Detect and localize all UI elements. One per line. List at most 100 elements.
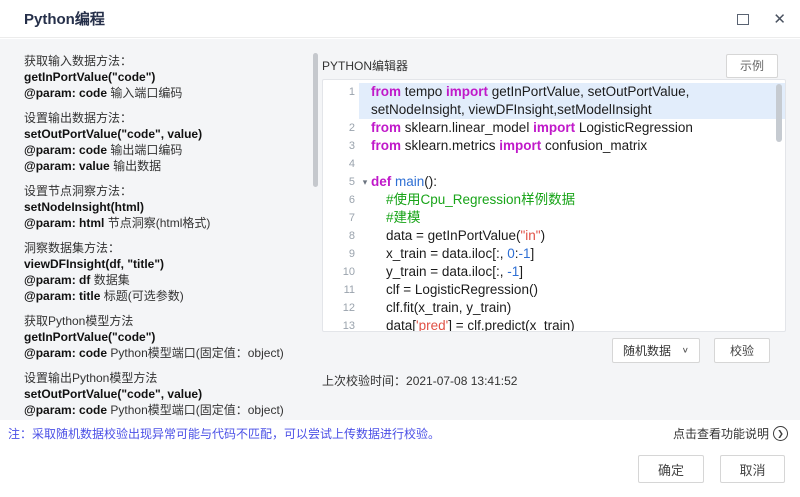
code-text [359, 155, 785, 173]
doc-param: @param: title 标题(可选参数) [24, 289, 184, 303]
code-token: -1 [518, 246, 531, 261]
doc-section: 设置节点洞察方法：setNodeInsight(html)@param: htm… [24, 183, 306, 231]
editor-scrollbar[interactable] [776, 84, 782, 142]
help-link[interactable]: 点击查看功能说明 ❯ [673, 425, 788, 442]
doc-section-title: 洞察数据集方法： [24, 241, 121, 255]
code-line[interactable]: 13 data['pred'] = clf.predict(x_train) [323, 317, 785, 332]
code-token: sklearn.metrics [401, 138, 500, 153]
code-token: getInPortValue, setOutPortValue, [488, 84, 690, 99]
code-text: #使用Cpu_Regression样例数据 [359, 191, 785, 209]
note-row: 注：采取随机数据校验出现异常可能与代码不匹配，可以尝试上传数据进行校验。 点击查… [0, 425, 800, 442]
code-line[interactable]: 7 #建模 [323, 209, 785, 227]
line-number: 6 [348, 194, 355, 206]
code-text: data['pred'] = clf.predict(x_train) [359, 317, 785, 332]
code-token: main [395, 174, 425, 189]
code-token: 0 [507, 246, 515, 261]
doc-param: @param: value 输出数据 [24, 159, 162, 173]
docs-scrollbar[interactable] [313, 53, 318, 187]
code-token: def [371, 174, 392, 189]
code-token: ) [540, 228, 546, 243]
window-controls: ✕ [737, 0, 786, 38]
doc-section: 设置输出数据方法：setOutPortValue("code", value)@… [24, 110, 306, 174]
code-token: from [371, 138, 401, 153]
code-token: data = getInPortValue( [371, 228, 521, 243]
code-line[interactable]: 6 #使用Cpu_Regression样例数据 [323, 191, 785, 209]
fold-arrow-icon[interactable]: ▾ [362, 177, 368, 187]
code-token: x_train = data.iloc[:, [371, 246, 508, 261]
last-check-label: 上次校验时间： [322, 374, 407, 388]
line-number: 11 [343, 284, 355, 296]
code-token: ] [530, 246, 535, 261]
fold-gutter [359, 263, 371, 281]
code-line[interactable]: 11 clf = LogisticRegression() [323, 281, 785, 299]
line-number: 10 [342, 266, 355, 278]
close-icon[interactable]: ✕ [773, 10, 786, 28]
code-token: LogisticRegression [575, 120, 693, 135]
doc-signature: setNodeInsight(html) [24, 200, 144, 214]
line-number: 3 [348, 140, 355, 152]
doc-section-title: 获取Python模型方法 [24, 314, 134, 328]
code-text: y_train = data.iloc[:, -1] [359, 263, 785, 281]
code-line[interactable]: 8 data = getInPortValue("in") [323, 227, 785, 245]
cancel-button[interactable]: 取消 [720, 455, 785, 483]
code-text: from tempo import getInPortValue, setOut… [359, 83, 785, 101]
validation-note: 注：采取随机数据校验出现异常可能与代码不匹配，可以尝试上传数据进行校验。 [8, 427, 441, 441]
doc-param: @param: code 输入端口编码 [24, 86, 183, 100]
code-token: tempo [401, 84, 447, 99]
code-line[interactable]: 4 [323, 155, 785, 173]
line-number: 7 [348, 212, 355, 224]
code-token: import [446, 84, 489, 99]
editor-header: PYTHON编辑器 示例 [322, 53, 786, 78]
doc-param: @param: code 输出端口编码 [24, 143, 183, 157]
validate-button[interactable]: 校验 [714, 338, 770, 363]
doc-section: 获取Python模型方法 getInPortValue("code") @param… [24, 313, 306, 361]
code-token: clf = LogisticRegression() [371, 282, 538, 297]
line-number [323, 101, 359, 119]
fold-gutter [359, 155, 371, 173]
line-number: 2 [348, 122, 355, 134]
line-number: 8 [348, 230, 355, 242]
validate-row: 随机数据 ∨ 校验 [322, 338, 786, 363]
code-line[interactable]: 3 from sklearn.metrics import confusion_m… [323, 137, 785, 155]
code-line[interactable]: 5▾def main(): [323, 173, 785, 191]
code-text: from sklearn.metrics import confusion_ma… [359, 137, 785, 155]
fold-gutter [359, 299, 371, 317]
titlebar: Python编程 ✕ [0, 0, 800, 38]
code-line[interactable]: 10 y_train = data.iloc[:, -1] [323, 263, 785, 281]
code-text: ▾def main(): [359, 173, 785, 191]
code-token: -1 [507, 264, 520, 279]
fold-gutter [359, 119, 371, 137]
code-token: y_train = data.iloc[:, [371, 264, 508, 279]
data-source-dropdown[interactable]: 随机数据 ∨ [612, 338, 700, 363]
doc-signature: getInPortValue("code") [24, 70, 156, 84]
code-text: setNodeInsight, viewDFInsight,setModelIn… [359, 101, 785, 119]
code-token: ] [519, 264, 523, 279]
maximize-icon[interactable] [737, 13, 750, 25]
circle-arrow-icon: ❯ [773, 426, 788, 441]
fold-gutter [359, 227, 371, 245]
code-line[interactable]: 9 x_train = data.iloc[:, 0:-1] [323, 245, 785, 263]
doc-signature: getInPortValue("code") [24, 330, 156, 344]
code-token: clf.fit(x_train, y_train) [371, 300, 512, 315]
code-token: : [514, 246, 519, 261]
doc-param: @param: html 节点洞察(html格式) [24, 216, 211, 230]
doc-section: 洞察数据集方法： viewDFInsight(df, "title") @param… [24, 240, 306, 304]
code-token: 'pred' [416, 318, 449, 332]
code-text: data = getInPortValue("in") [359, 227, 785, 245]
doc-section-title: 设置输出数据方法： [24, 111, 133, 125]
code-token: data[ [371, 318, 417, 332]
doc-signature: viewDFInsight(df, "title") [24, 257, 165, 271]
last-check-time: 上次校验时间：2021-07-08 13:41:52 [322, 372, 786, 389]
code-line[interactable]: setNodeInsight, viewDFInsight,setModelIn… [323, 101, 785, 119]
ok-button[interactable]: 确定 [638, 455, 704, 483]
data-source-dropdown-value: 随机数据 [623, 344, 672, 358]
example-button[interactable]: 示例 [726, 53, 778, 78]
dialog-title: Python编程 [24, 11, 105, 28]
code-text: #建模 [359, 209, 785, 227]
fold-gutter [359, 101, 371, 119]
code-line[interactable]: 12 clf.fit(x_train, y_train) [323, 299, 785, 317]
doc-param: @param: code Python模型端口(固定值：object) [24, 346, 284, 360]
